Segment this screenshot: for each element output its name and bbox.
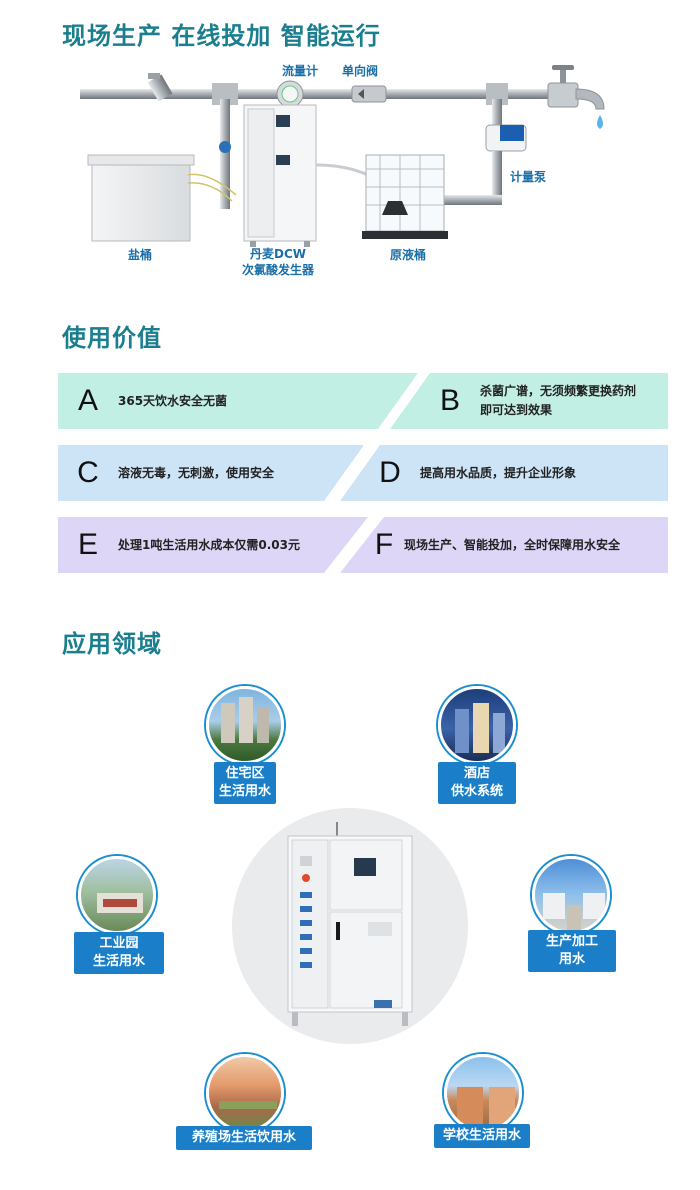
card-bg-e xyxy=(58,517,368,573)
generator-label: 丹麦DCW 次氯酸发生器 xyxy=(241,247,314,277)
value-text: 处理1吨生活用水成本仅需0.03元 xyxy=(118,537,300,552)
residential-label: 住宅区 生活用水 xyxy=(214,762,276,804)
value-text: 365天饮水安全无菌 xyxy=(118,393,228,408)
card-bg-f xyxy=(340,517,668,573)
card-bg-d xyxy=(340,445,668,501)
value-letter: C xyxy=(77,456,99,489)
hotel-photo xyxy=(438,686,516,764)
residential-photo xyxy=(206,686,284,764)
raw-tank-label: 原液桶 xyxy=(389,248,426,262)
value-card-e: E 处理1吨生活用水成本仅需0.03元 xyxy=(58,517,368,573)
process-diagram-graphic xyxy=(80,65,605,247)
value-text: 溶液无毒，无刺激，使用安全 xyxy=(118,465,275,480)
school-photo xyxy=(444,1054,522,1132)
value-text: 现场生产、智能投加，全时保障用水安全 xyxy=(404,537,621,552)
metering-pump-label: 计量泵 xyxy=(509,170,546,184)
value-card-b: B 杀菌广谱，无须频繁更换药剂即可达到效果 xyxy=(390,373,668,429)
value-card-f: F 现场生产、智能投加，全时保障用水安全 xyxy=(340,517,668,573)
value-text: 提高用水品质，提升企业形象 xyxy=(420,465,577,480)
salt-tank-label: 盐桶 xyxy=(127,248,152,262)
app-section-title: 应用领域 xyxy=(62,630,162,658)
value-card-d: D 提高用水品质，提升企业形象 xyxy=(340,445,668,501)
value-text: 杀菌广谱，无须频繁更换药剂即可达到效果 xyxy=(480,384,637,417)
process-diagram: 流量计 单向阀 计量泵 盐桶 丹麦DCW 次氯酸发生器 原液桶 xyxy=(0,55,700,295)
production-photo xyxy=(532,856,610,934)
generator-machine-image xyxy=(287,822,413,1026)
flow-meter-label: 流量计 xyxy=(281,64,318,78)
card-bg-c xyxy=(58,445,364,501)
production-label: 生产加工 用水 xyxy=(528,930,616,972)
value-letter: D xyxy=(379,456,401,489)
card-bg-a xyxy=(58,373,418,429)
value-letter: A xyxy=(77,384,98,417)
industrial-park-photo xyxy=(78,856,156,934)
check-valve-label: 单向阀 xyxy=(341,64,378,78)
value-letter: E xyxy=(77,528,98,561)
value-section-title: 使用价值 xyxy=(62,324,162,352)
card-bg-b xyxy=(390,373,668,429)
industrial-park-label: 工业园 生活用水 xyxy=(74,932,164,974)
value-letter: F xyxy=(374,528,394,561)
farm-label: 养殖场生活饮用水 xyxy=(176,1126,312,1150)
value-card-c: C 溶液无毒，无刺激，使用安全 xyxy=(58,445,364,501)
value-card-a: A 365天饮水安全无菌 xyxy=(58,373,418,429)
farm-photo xyxy=(206,1054,284,1132)
page-title: 现场生产 在线投加 智能运行 xyxy=(62,22,381,50)
hotel-label: 酒店 供水系统 xyxy=(438,762,516,804)
value-letter: B xyxy=(439,384,460,417)
school-label: 学校生活用水 xyxy=(434,1124,530,1148)
